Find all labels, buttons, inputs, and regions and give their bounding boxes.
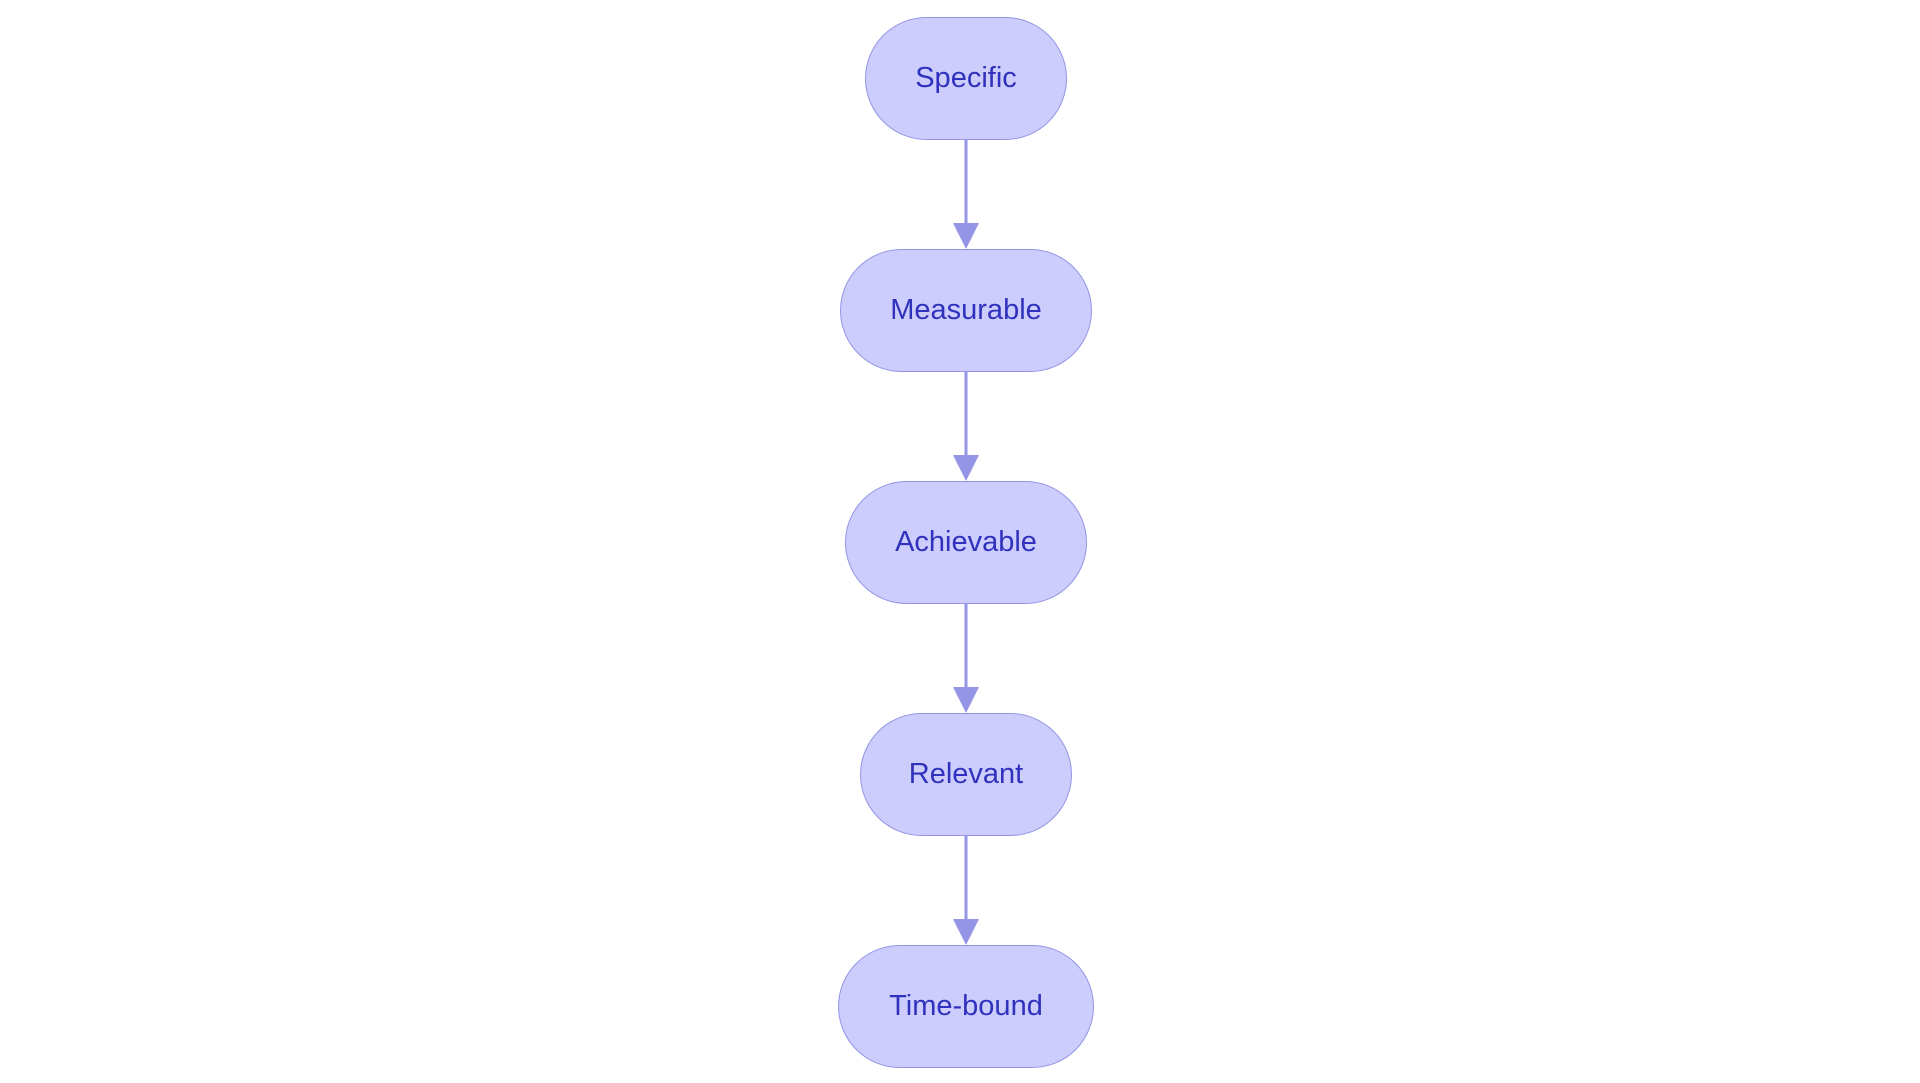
arrowhead-icon bbox=[953, 919, 979, 945]
node-achievable: Achievable bbox=[845, 481, 1087, 604]
node-label: Specific bbox=[915, 62, 1017, 94]
node-label: Relevant bbox=[908, 758, 1024, 790]
node-label: Measurable bbox=[890, 294, 1042, 326]
node-label: Achievable bbox=[895, 526, 1037, 558]
edge-achievable-to-relevant bbox=[953, 604, 979, 713]
edge-relevant-to-timebound bbox=[953, 836, 979, 945]
node-time-bound: Time-bound bbox=[838, 945, 1094, 1068]
node-specific: Specific bbox=[865, 17, 1067, 140]
node-label: Time-bound bbox=[889, 990, 1043, 1022]
arrowhead-icon bbox=[953, 687, 979, 713]
node-measurable: Measurable bbox=[840, 249, 1092, 372]
edge-measurable-to-achievable bbox=[953, 372, 979, 481]
arrowhead-icon bbox=[953, 455, 979, 481]
node-relevant: Relevant bbox=[860, 713, 1072, 836]
edge-specific-to-measurable bbox=[953, 140, 979, 249]
arrowhead-icon bbox=[953, 223, 979, 249]
